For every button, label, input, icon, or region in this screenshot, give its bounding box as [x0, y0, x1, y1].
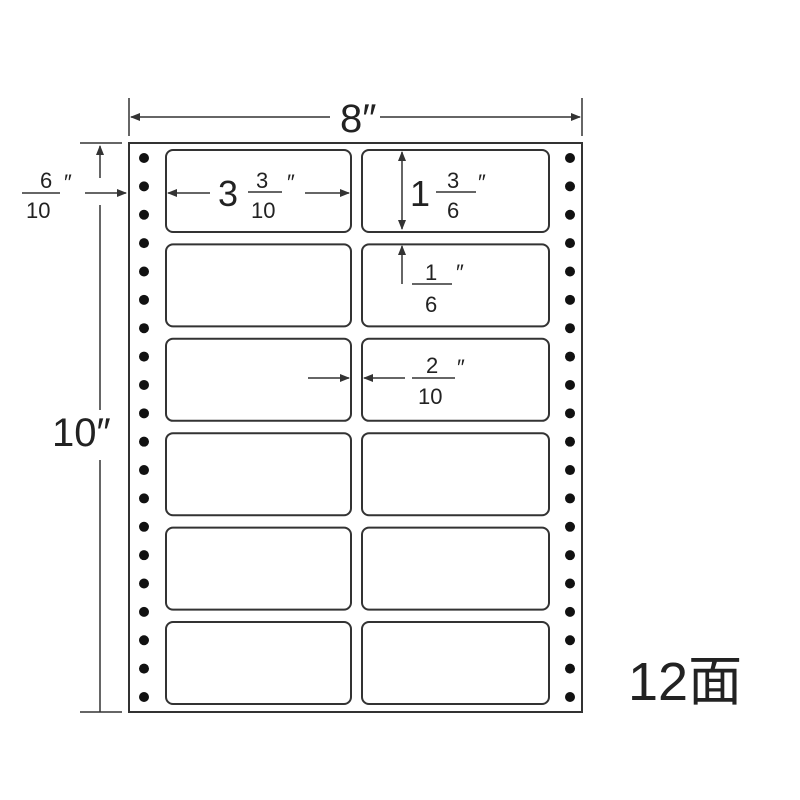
label-width-whole: 3 — [218, 173, 238, 214]
left-hole — [139, 465, 149, 476]
right-hole — [565, 663, 575, 674]
label-cell — [361, 621, 550, 705]
left-hole — [139, 181, 149, 192]
right-hole — [565, 351, 575, 362]
left-hole — [139, 550, 149, 561]
right-hole — [565, 521, 575, 532]
left-hole — [139, 294, 149, 305]
top-margin-unit: ″ — [64, 170, 72, 195]
left-hole — [139, 266, 149, 277]
row-gap-den: 6 — [425, 292, 437, 317]
right-hole — [565, 465, 575, 476]
left-hole — [139, 153, 149, 163]
left-hole — [139, 493, 149, 504]
left-hole — [139, 692, 149, 702]
row-gap-unit: ″ — [456, 260, 464, 285]
column-gap-unit: ″ — [457, 355, 465, 380]
left-hole — [139, 238, 149, 249]
label-cell — [361, 243, 550, 328]
label-width-den: 10 — [251, 198, 275, 223]
right-hole — [565, 153, 575, 163]
label-height-num: 3 — [447, 168, 459, 193]
label-cell — [165, 243, 352, 328]
right-hole — [565, 635, 575, 646]
labels-grid — [165, 149, 550, 705]
width-label: 8″ — [340, 97, 376, 141]
label-cell — [361, 526, 550, 611]
left-hole — [139, 578, 149, 589]
row-gap-num: 1 — [425, 260, 437, 285]
label-cell — [361, 149, 550, 233]
left-hole — [139, 408, 149, 419]
column-gap-num: 2 — [426, 353, 438, 378]
label-height-unit: ″ — [478, 170, 486, 195]
label-height-whole: 1 — [410, 173, 430, 214]
label-cell — [361, 337, 550, 422]
right-hole — [565, 606, 575, 617]
right-hole — [565, 294, 575, 305]
height-dimension — [80, 142, 127, 713]
right-hole — [565, 323, 575, 334]
left-hole — [139, 635, 149, 646]
top-margin-den: 10 — [26, 198, 50, 223]
label-count: 12面 — [628, 652, 742, 712]
width-dimension — [128, 98, 583, 136]
top-margin-num: 6 — [40, 168, 52, 193]
label-width-unit: ″ — [287, 170, 295, 195]
left-hole — [139, 606, 149, 617]
left-hole — [139, 323, 149, 334]
right-hole — [565, 181, 575, 192]
sheet-outline — [128, 142, 583, 713]
right-hole — [565, 692, 575, 702]
label-cell — [165, 337, 352, 422]
right-hole — [565, 266, 575, 277]
right-hole — [565, 436, 575, 447]
right-hole — [565, 209, 575, 220]
left-hole — [139, 436, 149, 447]
tractor-holes — [139, 153, 575, 702]
left-hole — [139, 379, 149, 390]
right-hole — [565, 379, 575, 390]
label-cell — [165, 526, 352, 611]
label-cell — [165, 621, 352, 705]
label-cell — [361, 432, 550, 517]
label-height-den: 6 — [447, 198, 459, 223]
label-width-num: 3 — [256, 168, 268, 193]
label-cell — [165, 149, 352, 233]
left-hole — [139, 351, 149, 362]
column-gap-den: 10 — [418, 384, 442, 409]
left-hole — [139, 663, 149, 674]
label-cell — [165, 432, 352, 517]
right-hole — [565, 550, 575, 561]
height-label: 10″ — [52, 411, 111, 455]
right-hole — [565, 408, 575, 419]
right-hole — [565, 578, 575, 589]
left-hole — [139, 209, 149, 220]
right-hole — [565, 238, 575, 249]
left-hole — [139, 521, 149, 532]
right-hole — [565, 493, 575, 504]
